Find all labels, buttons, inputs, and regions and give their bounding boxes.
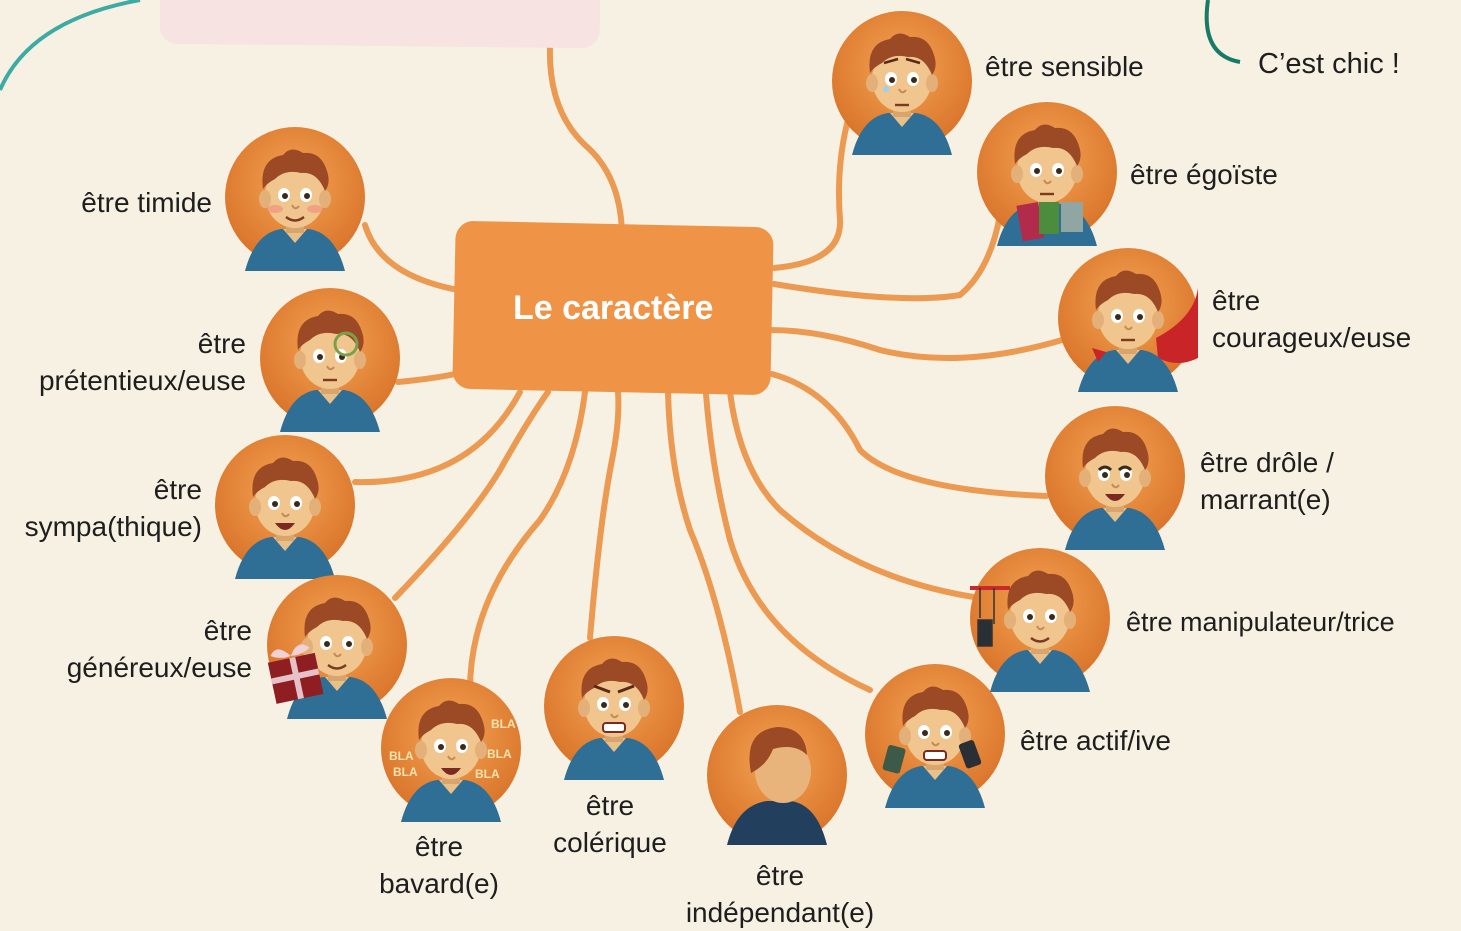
branch-independant bbox=[665, 389, 743, 715]
branch-actif bbox=[703, 391, 873, 693]
gift-icon bbox=[267, 644, 324, 704]
avatar-colerique bbox=[544, 636, 684, 781]
avatar-bavard: BLA BLA BLA BLA BLA bbox=[381, 678, 521, 823]
puppet-icon bbox=[970, 586, 1010, 647]
label-drole-line-1: être drôle / bbox=[1200, 447, 1334, 478]
label-genereux: être généreux/euse bbox=[30, 612, 252, 686]
top-right-text: C’est chic ! bbox=[1258, 48, 1400, 80]
branch-timide bbox=[362, 222, 461, 293]
bla-2: BLA bbox=[389, 749, 414, 763]
cape-icon bbox=[1156, 288, 1198, 363]
branch-sympa bbox=[352, 389, 523, 486]
avatar-courageux bbox=[1058, 248, 1198, 393]
label-courageux-line-1: être bbox=[1212, 285, 1261, 316]
label-sensible: être sensible bbox=[985, 48, 1144, 85]
branch-colerique bbox=[587, 389, 622, 641]
label-colerique-line-2: colérique bbox=[553, 827, 667, 858]
label-sympa-line-2: sympa(thique) bbox=[24, 511, 202, 542]
avatar-pretentieux bbox=[260, 288, 400, 433]
label-sympa-line-1: être bbox=[153, 474, 202, 505]
label-genereux-line-1: être bbox=[203, 615, 252, 646]
tear-icon bbox=[883, 86, 889, 92]
avatar-genereux bbox=[267, 575, 407, 720]
branch-title bbox=[546, 43, 625, 235]
label-independant: être indépendant(e) bbox=[660, 857, 900, 931]
branches bbox=[352, 43, 1065, 715]
label-bavard-line-1: être bbox=[414, 831, 464, 862]
speech-bla: BLA BLA BLA BLA BLA bbox=[389, 717, 516, 781]
branch-courageux bbox=[767, 327, 1065, 361]
branch-manipulateur bbox=[727, 389, 983, 601]
label-egoiste-line-1: être égoïste bbox=[1130, 159, 1278, 190]
avatar-actif bbox=[865, 664, 1005, 809]
label-colerique: être colérique bbox=[535, 787, 685, 861]
bla-3: BLA bbox=[393, 765, 418, 779]
books-icon bbox=[1016, 202, 1083, 242]
label-actif-line-1: être actif/ive bbox=[1020, 725, 1171, 756]
branch-drole bbox=[769, 371, 1049, 499]
branch-bavard bbox=[467, 389, 588, 693]
title-box: famille bbox=[159, 0, 601, 49]
title-text: famille bbox=[218, 0, 537, 18]
avatar-sympa bbox=[215, 435, 355, 580]
center-label: Le caractère bbox=[512, 288, 714, 327]
label-drole-line-2: marrant(e) bbox=[1200, 484, 1331, 515]
avatar-drole bbox=[1045, 406, 1185, 551]
bla-4: BLA bbox=[487, 747, 512, 761]
label-manipulateur-line-1: être manipulateur/trice bbox=[1126, 607, 1395, 637]
label-colerique-line-1: être bbox=[585, 790, 635, 821]
label-bavard: être bavard(e) bbox=[360, 828, 518, 902]
phone-icon-2 bbox=[882, 745, 906, 774]
label-pretentieux-line-1: être bbox=[197, 328, 246, 359]
avatar-manipulateur bbox=[970, 548, 1110, 693]
avatar-sensible bbox=[832, 11, 972, 156]
bla-5: BLA bbox=[475, 767, 500, 781]
phone-icon bbox=[958, 740, 982, 769]
label-pretentieux: être prétentieux/euse bbox=[10, 325, 246, 399]
center-node: Le caractère bbox=[452, 220, 774, 396]
monocle-icon bbox=[333, 331, 359, 357]
top-left-curve bbox=[0, 0, 141, 91]
avatar-egoiste bbox=[977, 102, 1117, 247]
label-egoiste: être égoïste bbox=[1130, 156, 1278, 193]
label-independant-line-1: être bbox=[755, 860, 805, 891]
avatar-timide bbox=[225, 127, 365, 272]
label-courageux-line-2: courageux/euse bbox=[1212, 322, 1412, 353]
label-courageux: être courageux/euse bbox=[1212, 282, 1411, 356]
label-timide: être timide bbox=[30, 184, 212, 221]
branch-egoiste bbox=[771, 212, 1003, 302]
label-genereux-line-2: généreux/euse bbox=[66, 652, 252, 683]
label-sympa: être sympa(thique) bbox=[0, 471, 202, 545]
top-right-curve bbox=[1204, 0, 1241, 64]
label-bavard-line-2: bavard(e) bbox=[379, 868, 499, 899]
label-actif: être actif/ive bbox=[1020, 722, 1171, 759]
label-drole: être drôle / marrant(e) bbox=[1200, 444, 1334, 518]
label-sensible-line-1: être sensible bbox=[985, 51, 1144, 82]
bla-1: BLA bbox=[491, 717, 516, 731]
label-timide-line-1: être timide bbox=[81, 187, 212, 218]
label-independant-line-2: indépendant(e) bbox=[685, 897, 875, 928]
branch-genereux bbox=[392, 389, 551, 601]
label-pretentieux-line-2: prétentieux/euse bbox=[38, 365, 246, 396]
branch-sensible bbox=[771, 117, 851, 271]
avatar-independant bbox=[707, 705, 847, 845]
label-manipulateur: être manipulateur/trice bbox=[1126, 604, 1395, 641]
